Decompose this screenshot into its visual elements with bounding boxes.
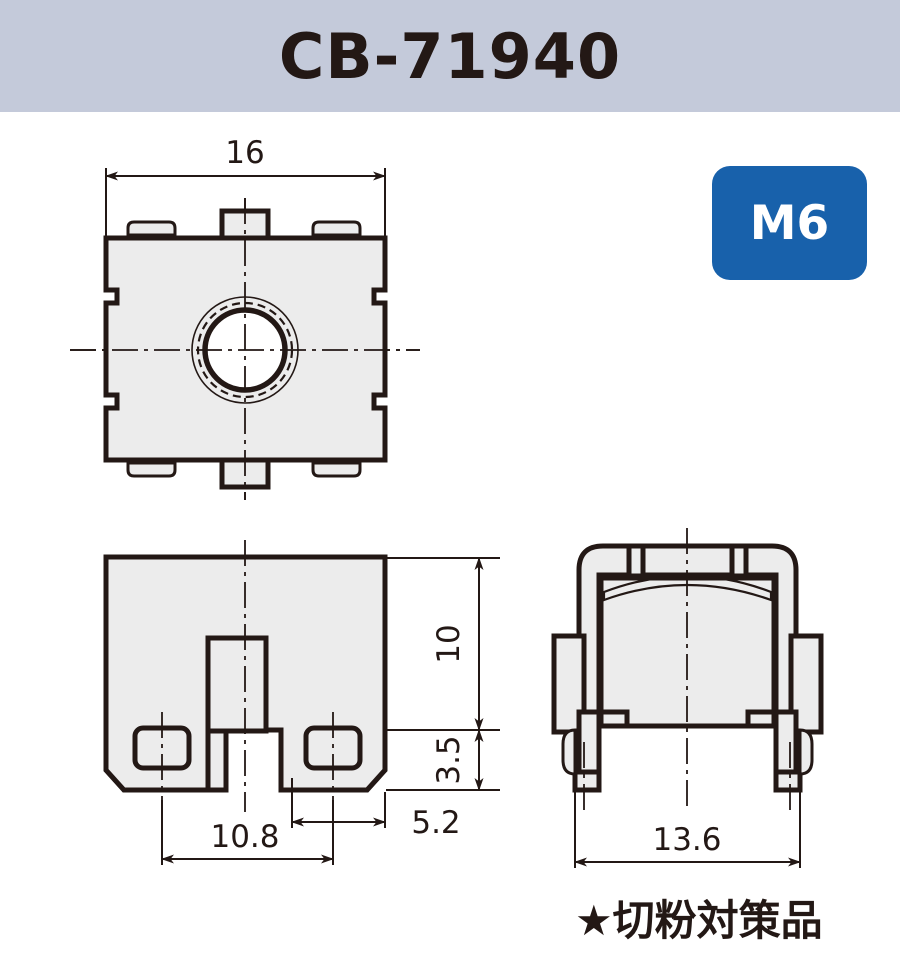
side-view-notch-right <box>745 709 777 729</box>
dimension-label-16: 16 <box>225 135 264 171</box>
top-view: 16 <box>70 135 420 500</box>
dimension-5-2: 5.2 <box>291 778 461 841</box>
bottom-tab-right <box>311 461 362 478</box>
thread-size-badge: M6 <box>712 166 867 280</box>
side-view-notch-left <box>598 709 630 729</box>
dimension-label-10: 10 <box>431 624 467 663</box>
side-view-foot-left <box>572 769 602 793</box>
dimension-3-5: 3.5 <box>386 729 500 791</box>
side-view-bump-right <box>798 728 814 776</box>
front-view: 10 3.5 5.2 10.8 <box>103 540 500 865</box>
dimension-label-5-2: 5.2 <box>411 805 460 841</box>
side-view-bump-left <box>561 728 577 776</box>
side-view-foot-right <box>773 769 803 793</box>
header-bar: CB-71940 <box>0 0 900 112</box>
dimension-16: 16 <box>105 135 386 240</box>
top-tab-right <box>311 220 362 237</box>
dimension-label-13-6: 13.6 <box>652 822 721 858</box>
front-view-rib <box>205 635 269 734</box>
chip-countermeasure-note: ★切粉対策品 <box>575 893 885 949</box>
side-view-slot-right <box>729 543 749 579</box>
dimension-10: 10 <box>386 557 500 731</box>
side-view-slot-left <box>626 543 646 579</box>
dimension-13-6: 13.6 <box>574 770 801 868</box>
side-view: 13.6 <box>551 528 824 868</box>
dimension-label-10-8: 10.8 <box>210 819 279 855</box>
top-tab-left <box>126 220 177 237</box>
page-title: CB-71940 <box>278 20 622 93</box>
dimension-10-8: 10.8 <box>161 800 334 865</box>
chip-countermeasure-text: ★切粉対策品 <box>575 896 823 945</box>
bottom-tab-left <box>126 461 177 478</box>
technical-drawing: .ol { fill:#ececec; stroke:#231815; stro… <box>0 112 900 962</box>
dimension-label-3-5: 3.5 <box>431 735 467 784</box>
side-view-dome <box>602 574 773 602</box>
thread-size-label: M6 <box>749 195 830 251</box>
